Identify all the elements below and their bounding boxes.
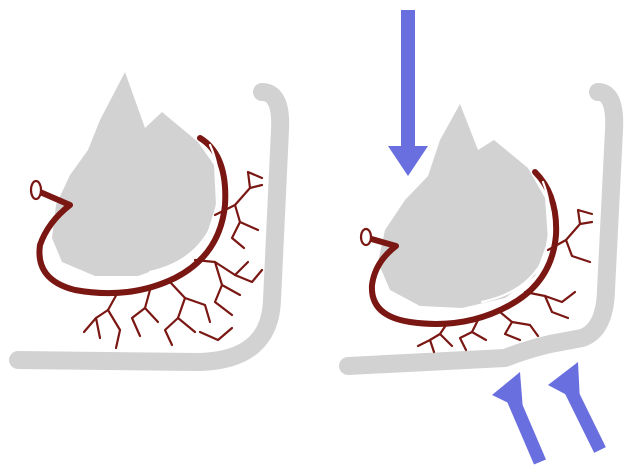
- arrow-up-left: [492, 372, 540, 462]
- left-vessel-stub: [31, 181, 41, 199]
- left-panel: [18, 72, 280, 362]
- right-vessel-stub: [361, 229, 371, 245]
- arrow-up-right: [548, 362, 600, 450]
- arrow-down-top: [388, 10, 428, 176]
- left-bone-head: [52, 72, 216, 276]
- right-panel: [348, 10, 614, 462]
